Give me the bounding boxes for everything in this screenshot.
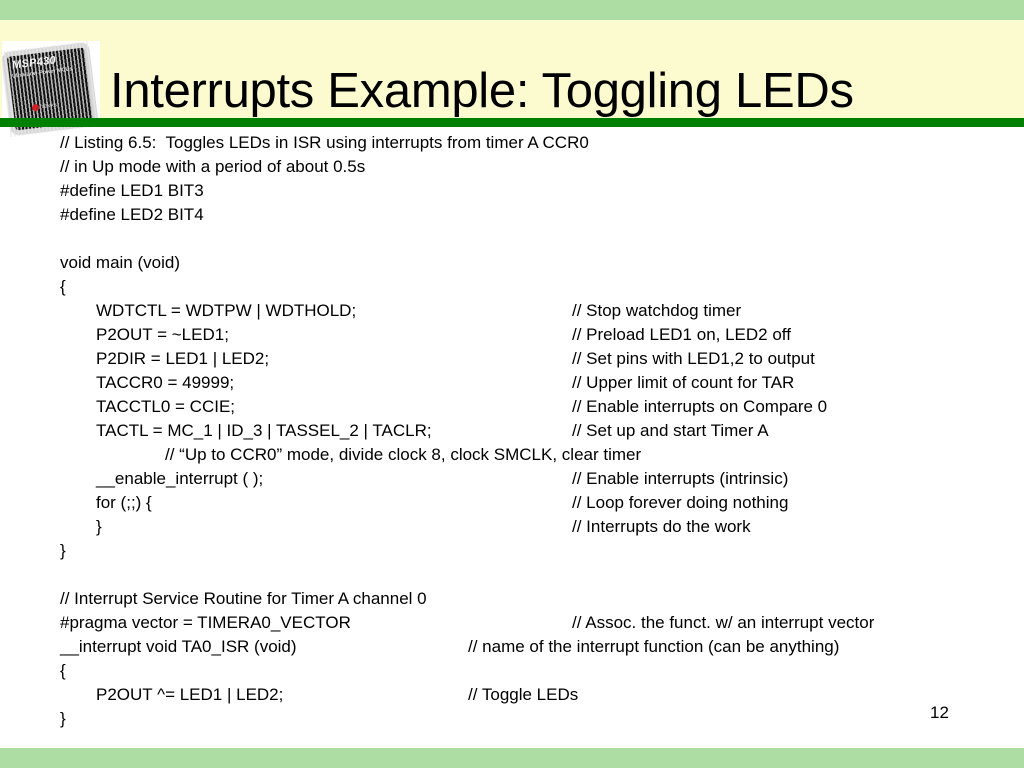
code-line: } // Interrupts do the work: [0, 515, 1024, 539]
code-line: P2OUT ^= LED1 | LED2; // Toggle LEDs: [0, 683, 1024, 707]
code-comment: // Preload LED1 on, LED2 off: [572, 325, 791, 344]
code-line: TACTL = MC_1 | ID_3 | TASSEL_2 | TACLR; /…: [0, 419, 1024, 443]
code-line: P2OUT = ~LED1; // Preload LED1 on, LED2 o…: [0, 323, 1024, 347]
code-text: // “Up to CCR0” mode, divide clock 8, cl…: [165, 445, 642, 464]
code-text: P2DIR = LED1 | LED2;: [96, 349, 270, 368]
code-line: // “Up to CCR0” mode, divide clock 8, cl…: [0, 443, 1024, 467]
code-line: #define LED1 BIT3: [0, 179, 1024, 203]
code-text: {: [60, 277, 66, 296]
code-line: for (;;) { // Loop forever doing nothing: [0, 491, 1024, 515]
code-line: // Listing 6.5: Toggles LEDs in ISR usin…: [0, 131, 1024, 155]
code-line: [0, 563, 1024, 587]
code-text: __interrupt void TA0_ISR (void): [60, 637, 297, 656]
code-line: TACCTL0 = CCIE; // Enable interrupts on C…: [0, 395, 1024, 419]
code-text: }: [60, 541, 66, 560]
code-line: {: [0, 275, 1024, 299]
code-line: [0, 227, 1024, 251]
code-text: WDTCTL = WDTPW | WDTHOLD;: [96, 301, 357, 320]
code-comment: // Loop forever doing nothing: [572, 493, 789, 512]
page-title: Interrupts Example: Toggling LEDs: [110, 64, 854, 118]
code-text: for (;;) {: [96, 493, 152, 512]
code-line: }: [0, 707, 1024, 731]
code-comment: // Interrupts do the work: [572, 517, 751, 536]
code-text: #define LED1 BIT3: [60, 181, 204, 200]
code-text: // in Up mode with a period of about 0.5…: [60, 157, 366, 176]
code-text: __enable_interrupt ( );: [96, 469, 264, 488]
code-line: #pragma vector = TIMERA0_VECTOR // Assoc.…: [0, 611, 1024, 635]
code-text: }: [60, 709, 66, 728]
code-text: P2OUT ^= LED1 | LED2;: [96, 685, 284, 704]
code-comment: // Set pins with LED1,2 to output: [572, 349, 815, 368]
code-comment: // name of the interrupt function (can b…: [468, 637, 840, 656]
code-line: P2DIR = LED1 | LED2; // Set pins with LED…: [0, 347, 1024, 371]
code-line: __interrupt void TA0_ISR (void) // name o…: [0, 635, 1024, 659]
code-text: #pragma vector = TIMERA0_VECTOR: [60, 613, 351, 632]
code-text: #define LED2 BIT4: [60, 205, 204, 224]
code-text: void main (void): [60, 253, 180, 272]
code-line: {: [0, 659, 1024, 683]
code-line: TACCR0 = 49999; // Upper limit of count f…: [0, 371, 1024, 395]
code-text: TACTL = MC_1 | ID_3 | TASSEL_2 | TACLR;: [96, 421, 432, 440]
code-line: // in Up mode with a period of about 0.5…: [0, 155, 1024, 179]
code-comment: // Upper limit of count for TAR: [572, 373, 795, 392]
code-text: TACCR0 = 49999;: [96, 373, 235, 392]
header-divider: [0, 118, 1024, 127]
code-comment: // Assoc. the funct. w/ an interrupt vec…: [572, 613, 875, 632]
code-comment: // Set up and start Timer A: [572, 421, 769, 440]
ti-roundel-icon: [31, 103, 40, 112]
code-line: WDTCTL = WDTPW | WDTHOLD; // Stop watchdo…: [0, 299, 1024, 323]
code-comment: // Stop watchdog timer: [572, 301, 742, 320]
code-line: // Interrupt Service Routine for Timer A…: [0, 587, 1024, 611]
code-comment: // Enable interrupts on Compare 0: [572, 397, 828, 416]
ti-vendor-name: TEXAS: [40, 102, 58, 110]
code-listing: // Listing 6.5: Toggles LEDs in ISR usin…: [0, 131, 1024, 731]
code-text: }: [96, 517, 102, 536]
slide-header: MSP430 Ultra-Low-Power MCUs TEXAS Interr…: [0, 20, 1024, 137]
code-line: }: [0, 539, 1024, 563]
code-comment: // Toggle LEDs: [468, 685, 579, 704]
code-line: __enable_interrupt ( ); // Enable interru…: [0, 467, 1024, 491]
code-text: // Interrupt Service Routine for Timer A…: [60, 589, 427, 608]
code-line: void main (void): [0, 251, 1024, 275]
code-line: #define LED2 BIT4: [0, 203, 1024, 227]
code-text: P2OUT = ~LED1;: [96, 325, 229, 344]
top-green-band: [0, 0, 1024, 20]
code-text: // Listing 6.5: Toggles LEDs in ISR usin…: [60, 133, 589, 152]
code-comment: // Enable interrupts (intrinsic): [572, 469, 789, 488]
code-text: TACCTL0 = CCIE;: [96, 397, 236, 416]
page-number: 12: [930, 703, 949, 722]
code-text: {: [60, 661, 66, 680]
bottom-green-band: [0, 748, 1024, 768]
